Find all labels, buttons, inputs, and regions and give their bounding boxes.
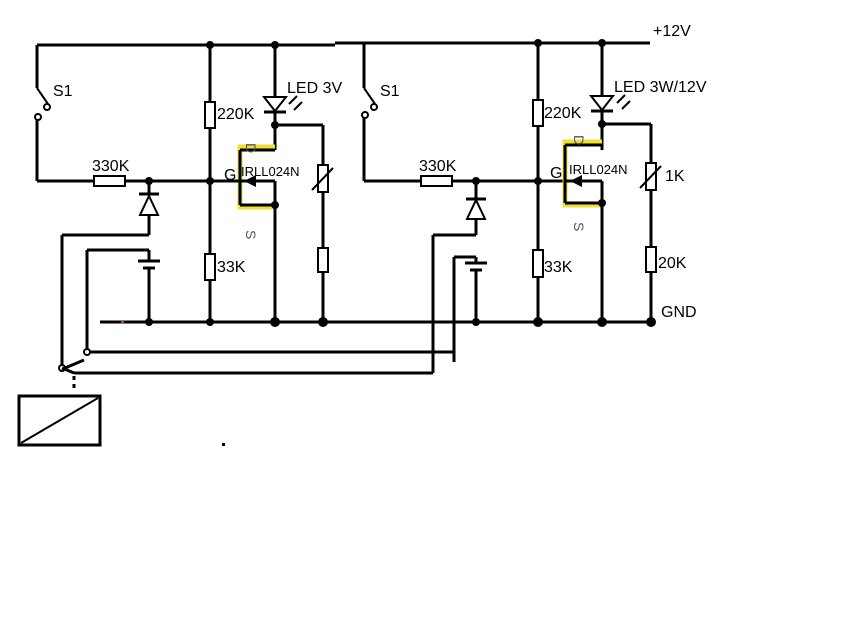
left-mosfet-label: IRLL024N xyxy=(241,164,300,179)
gnd-label: GND xyxy=(661,304,697,321)
left-led-label: LED 3V xyxy=(287,80,342,97)
right-led-label: LED 3W/12V xyxy=(614,79,707,96)
left-battery xyxy=(85,248,160,350)
right-switch-label: S1 xyxy=(380,83,400,100)
relay-coil xyxy=(17,394,102,447)
right-led xyxy=(588,43,631,150)
left-resistor-330k-label: 330K xyxy=(92,158,130,175)
left-switch xyxy=(34,45,51,181)
left-resistor-220k-label: 220K xyxy=(217,106,255,123)
left-resistor-33k-label: 33K xyxy=(217,259,246,276)
left-resistor-series xyxy=(317,247,329,273)
right-pin-d: D xyxy=(571,135,587,145)
junction-dots xyxy=(145,39,656,327)
left-pin-d: D xyxy=(243,143,259,153)
right-resistor-330k-label: 330K xyxy=(419,158,457,175)
vcc-rail xyxy=(37,41,650,47)
right-mosfet-label: IRLL024N xyxy=(569,162,628,177)
relay-wiring xyxy=(58,348,456,392)
stray-dot xyxy=(222,443,225,446)
right-potentiometer-label: 1K xyxy=(665,168,685,185)
right-resistor-220k-label: 220K xyxy=(544,105,582,122)
left-led xyxy=(261,45,303,150)
vcc-label: +12V xyxy=(653,23,691,40)
right-resistor-33k-label: 33K xyxy=(544,259,573,276)
right-circuit: S1 330K 220K 33K xyxy=(361,43,707,373)
left-resistor-33k xyxy=(204,253,216,281)
right-resistor-20k xyxy=(645,246,657,273)
stray-mark xyxy=(121,321,124,323)
right-switch xyxy=(361,43,378,181)
left-circuit: S1 330K 220K 33K xyxy=(34,45,342,368)
right-resistor-220k xyxy=(532,99,544,127)
left-switch-label: S1 xyxy=(53,83,73,100)
left-diode xyxy=(60,181,160,368)
right-pin-s: S xyxy=(571,222,587,231)
left-pin-g: G xyxy=(224,167,236,184)
right-battery xyxy=(452,255,487,362)
left-pin-s: S xyxy=(243,230,259,239)
right-pin-g: G xyxy=(550,165,562,182)
right-resistor-20k-label: 20K xyxy=(658,255,687,272)
left-resistor-220k xyxy=(204,101,216,129)
right-resistor-330k xyxy=(420,175,453,187)
right-diode xyxy=(431,181,487,373)
left-resistor-330k xyxy=(93,175,126,187)
right-resistor-33k xyxy=(532,249,544,278)
